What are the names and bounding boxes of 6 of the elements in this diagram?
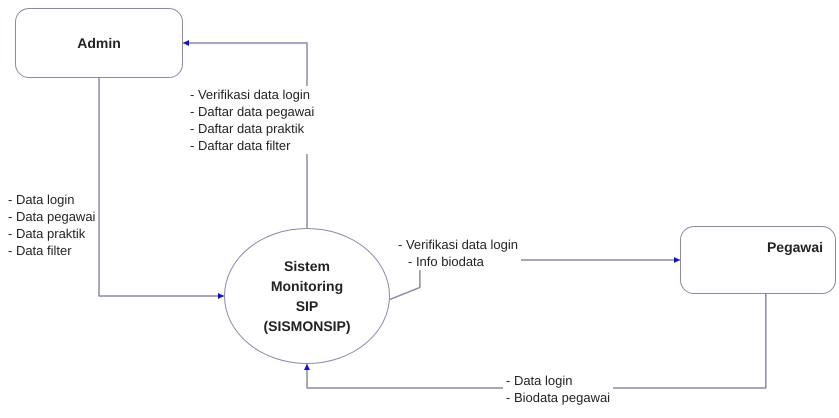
arrow [98, 78, 224, 299]
node-label: Admin [77, 34, 121, 53]
entity-box [15, 8, 183, 78]
node-label: Sistem Monitoring SIP (SISMONSIP) [262, 257, 352, 336]
entity-box [680, 226, 836, 294]
node-label: Pegawai [766, 238, 823, 257]
